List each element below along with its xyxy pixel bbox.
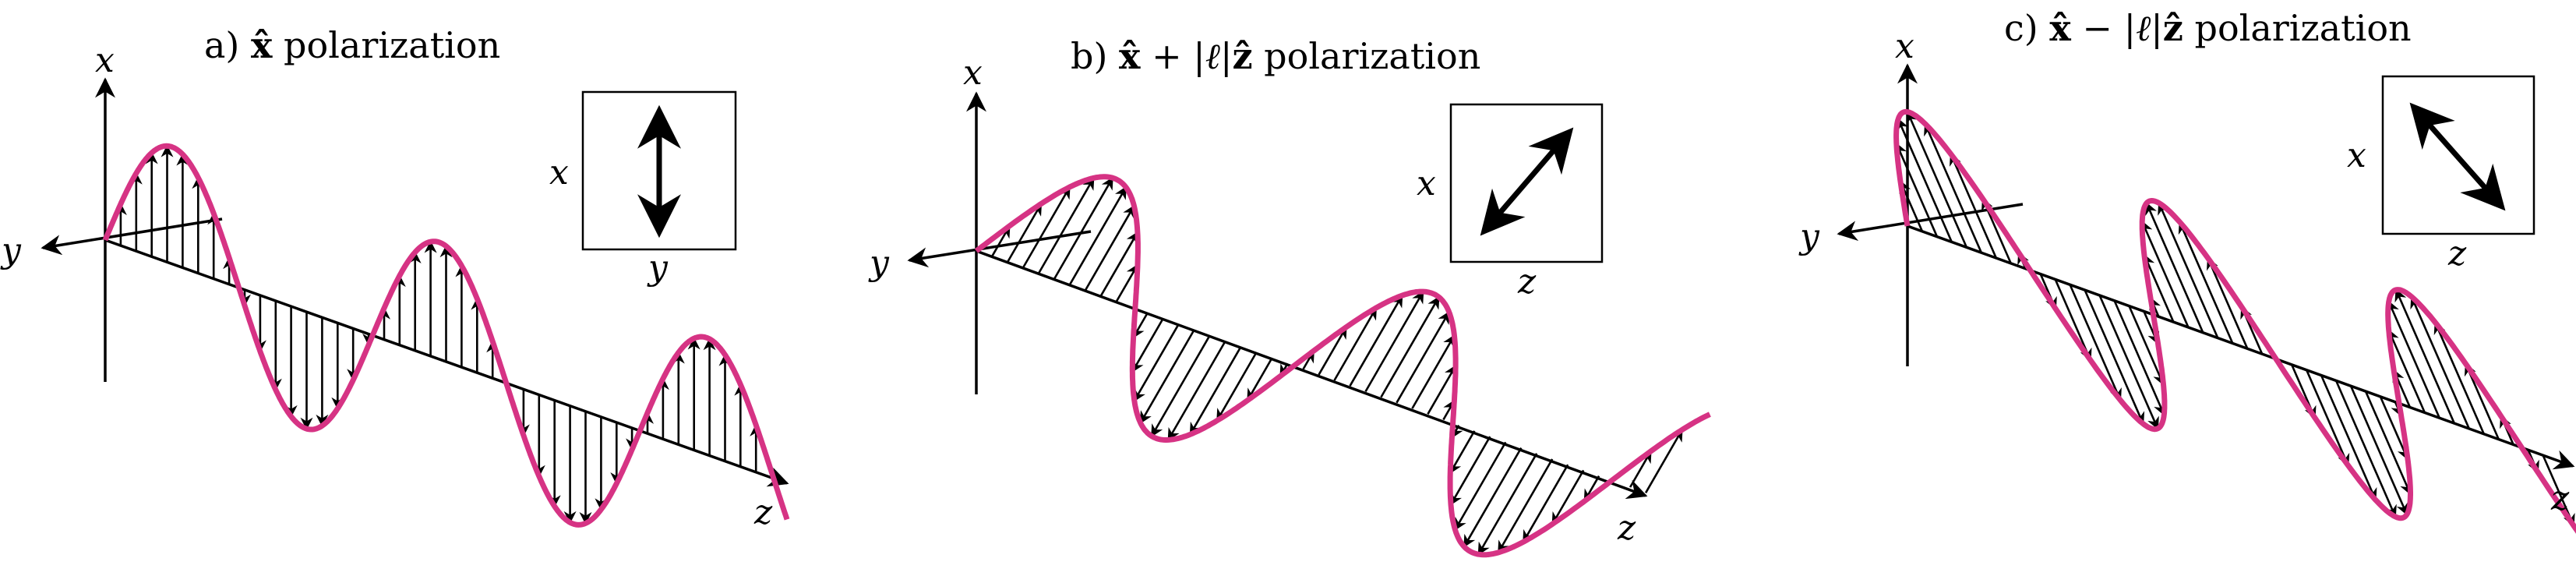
panel-c-field-vector-arrow (2335, 380, 2397, 518)
panel-a-y-label: y (0, 231, 22, 270)
panel-b-field-vector-arrow (1246, 357, 1273, 402)
panel-b-field-vector-arrow (1133, 323, 1180, 402)
panel-a-inset: x y (549, 90, 737, 288)
panel-c-field-vector-arrow (2350, 386, 2408, 516)
panel-c-field-vector-arrow (2320, 375, 2377, 501)
panel-a-z-label: z (753, 493, 773, 532)
panel-a-field-vectors (114, 144, 763, 525)
panel-c-field-vector-arrow (1950, 153, 1998, 259)
panel-c-field-vector-arrow (2387, 300, 2441, 419)
panel-c-field-vector-arrow (2145, 202, 2204, 334)
panel-c-inset-z-label: z (2447, 234, 2467, 274)
panel-c: c) x̂ − |ℓ|ẑ polarization x y z x z (1798, 7, 2576, 534)
panel-c-field-vector-arrow (2178, 221, 2234, 344)
panel-b-field-vector-arrow (1644, 429, 1683, 493)
panel-c-z-axis (1907, 224, 2575, 470)
panel-c-field-vector-arrow (2143, 253, 2175, 323)
panel-b-field-vector-arrow (1006, 203, 1043, 263)
panel-c-field-vector-arrow (2113, 300, 2165, 416)
panel-c-field-vector-arrow (1924, 122, 1983, 253)
panel-b-field-vector-arrow (1053, 176, 1114, 280)
panel-b-field-vector-arrow (1189, 346, 1242, 436)
panel-b-y-axis (907, 230, 1092, 268)
panel-c-field-vector-arrow (2394, 288, 2456, 425)
panel-b-field-vector-arrow (1551, 469, 1585, 525)
panel-c-field-vector-arrow (2140, 220, 2190, 328)
panel-a-x-label: x (95, 41, 115, 80)
panel-b-field-vector-arrow (1497, 458, 1554, 554)
panel-b-field-vector-arrow (1380, 295, 1440, 398)
panel-b-field-vector-arrow (1349, 294, 1403, 387)
panel-b-field-vector-arrow (1333, 306, 1378, 381)
panel-c-field-vector-arrow (1906, 111, 1968, 248)
panel-a-wave-curve (102, 143, 790, 528)
panel-a-y-axis (41, 217, 223, 256)
panel-c-title: c) x̂ − |ℓ|ẑ polarization (2004, 7, 2412, 49)
double-diagonal-up-right-arrow-icon (1480, 127, 1574, 236)
panel-b-title: b) x̂ + |ℓ|ẑ polarization (1071, 35, 1480, 77)
panel-b-z-axis (976, 249, 1648, 500)
panel-b-field-vector-arrow (1139, 329, 1195, 424)
panel-c-field-vector-arrow (2306, 369, 2350, 467)
panel-b-field-vector-arrow (1068, 186, 1127, 285)
panel-b-field-vector-arrow (1463, 447, 1523, 548)
panel-c-field-vector-arrow (2365, 391, 2412, 496)
panel-c-field-vector-arrow (2128, 306, 2165, 386)
panel-c-x-label: x (1895, 26, 1914, 66)
panel-b-field-vector-arrow (1037, 177, 1095, 274)
panel-a-z-axis (104, 238, 789, 487)
panel-a-title: a) x̂ polarization (204, 24, 500, 66)
panel-c-field-vector-arrow (2054, 279, 2092, 362)
panel-b-field-vector-arrow (1522, 464, 1569, 543)
panel-b-field-vector-arrow (1454, 441, 1507, 531)
panel-c-z-label: z (2550, 479, 2570, 518)
panel-c-field-vector-arrow (2433, 321, 2486, 436)
panel-c-field-vector-arrow (2084, 289, 2145, 426)
panel-b-x-label: x (963, 53, 983, 93)
panel-b-field-vectors (990, 176, 1683, 556)
panel-c-y-label: y (1798, 217, 1820, 256)
panel-c-inset-x-label: x (2347, 136, 2366, 175)
panel-b-field-vector-arrow (1131, 317, 1164, 373)
panel-b-field-vector-arrow (1318, 326, 1347, 376)
panel-b-field-vector-arrow (1099, 231, 1139, 297)
panel-b-field-vector-arrow (1427, 365, 1457, 415)
panel-c-inset: x z (2347, 75, 2535, 274)
panel-c-wave-curve (1893, 108, 2576, 534)
panel-b-field-vector-arrow (1150, 334, 1211, 437)
panel-a-inset-x-label: x (549, 153, 569, 193)
panel-b-y-label: y (868, 243, 890, 283)
panel-c-field-vector-arrow (2387, 329, 2426, 414)
panel-c-field-vector-arrow (2098, 295, 2159, 430)
double-diagonal-down-right-arrow-icon (2409, 102, 2506, 211)
panel-c-field-vector-arrow (2207, 256, 2249, 350)
panel-b-inset: x z (1417, 103, 1604, 302)
panel-b-field-vector-arrow (1449, 436, 1491, 506)
panel-c-field-vector-arrow (2410, 295, 2471, 430)
panel-b-z-label: z (1617, 508, 1636, 548)
panel-b-field-vector-arrow (1396, 311, 1450, 404)
panel-c-field-vector-arrow (2380, 396, 2409, 461)
panel-b-field-vector-arrow (1449, 430, 1476, 475)
panel-c-field-vector-arrow (1895, 142, 1939, 238)
panel-b-inset-x-label: x (1417, 164, 1436, 203)
panel-b-field-vector-arrow (1115, 263, 1139, 302)
panel-b-field-vector-arrow (1084, 204, 1135, 292)
panel-b-field-vector-arrow (1477, 453, 1538, 556)
panel-b: b) x̂ + |ℓ|ẑ polarization x y z x z (868, 35, 1711, 558)
panel-b-inset-z-label: z (1517, 262, 1537, 302)
panel-a: a) x̂ polarization x y z x y (0, 24, 790, 532)
panel-b-field-vector-arrow (1167, 340, 1226, 441)
panel-a-inset-y-label: y (647, 248, 669, 288)
panel-c-field-vector-arrow (2069, 284, 2122, 401)
panel-c-field-vector-arrow (2158, 202, 2219, 339)
panel-b-field-vector-arrow (1364, 290, 1424, 393)
panel-b-field-vector-arrow (1411, 334, 1456, 409)
panel-b-wave-curve (974, 174, 1711, 558)
panel-b-field-vector-arrow (1216, 352, 1258, 422)
panel-b-field-vector-arrow (1022, 186, 1071, 269)
